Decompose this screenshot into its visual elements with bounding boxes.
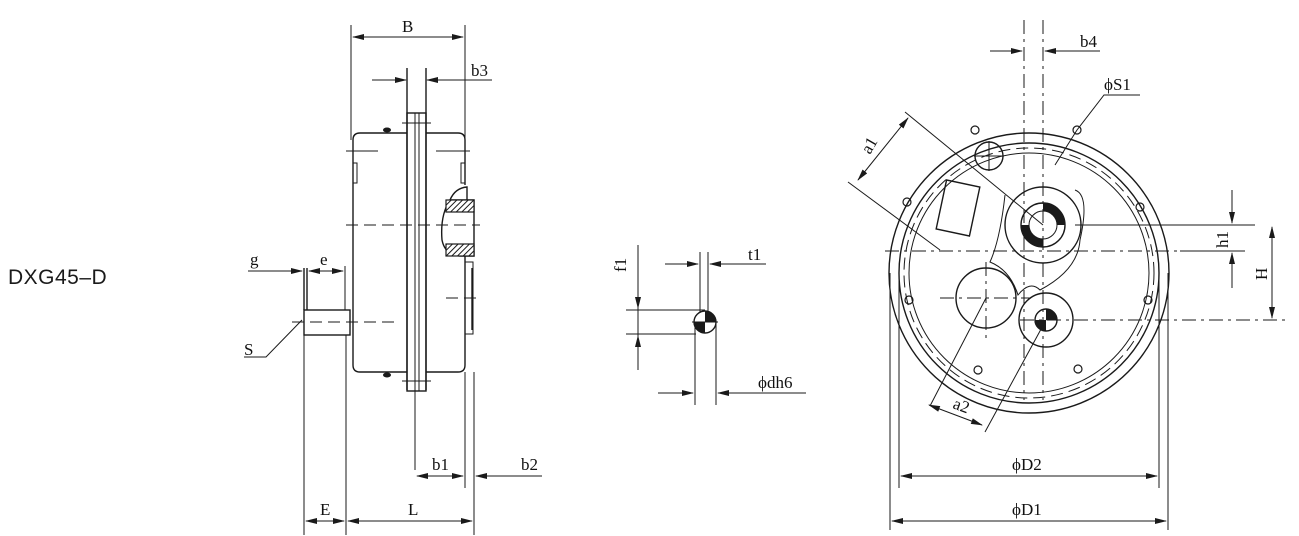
dim-S1: ϕS1 xyxy=(1104,75,1131,94)
shaft-detail: t1 f1 ϕdh6 xyxy=(611,245,806,405)
dim-t1: t1 xyxy=(748,245,761,264)
dim-a2: a2 xyxy=(951,394,973,417)
dim-b1: b1 xyxy=(432,455,449,474)
dim-D2: ϕD2 xyxy=(1012,455,1042,474)
dim-b4: b4 xyxy=(1080,32,1098,51)
dim-b3: b3 xyxy=(471,61,488,80)
dim-D1: ϕD1 xyxy=(1012,500,1042,519)
dim-L: L xyxy=(408,500,418,519)
dim-f1: f1 xyxy=(611,258,630,272)
dim-dh6: ϕdh6 xyxy=(758,373,792,392)
model-label: DXG45–D xyxy=(8,266,108,289)
dim-B: B xyxy=(402,17,413,36)
side-view: B b3 xyxy=(244,17,542,535)
front-view: b4 ϕS1 a1 a2 h1 H ϕD2 ϕD1 xyxy=(847,20,1290,530)
dim-g: g xyxy=(250,250,259,269)
dim-S: S xyxy=(244,340,253,359)
dim-E: E xyxy=(320,500,330,519)
dim-H: H xyxy=(1252,268,1271,280)
dim-a1: a1 xyxy=(857,134,881,157)
dim-e: e xyxy=(320,250,328,269)
dim-h1: h1 xyxy=(1213,231,1232,248)
dim-b2: b2 xyxy=(521,455,538,474)
